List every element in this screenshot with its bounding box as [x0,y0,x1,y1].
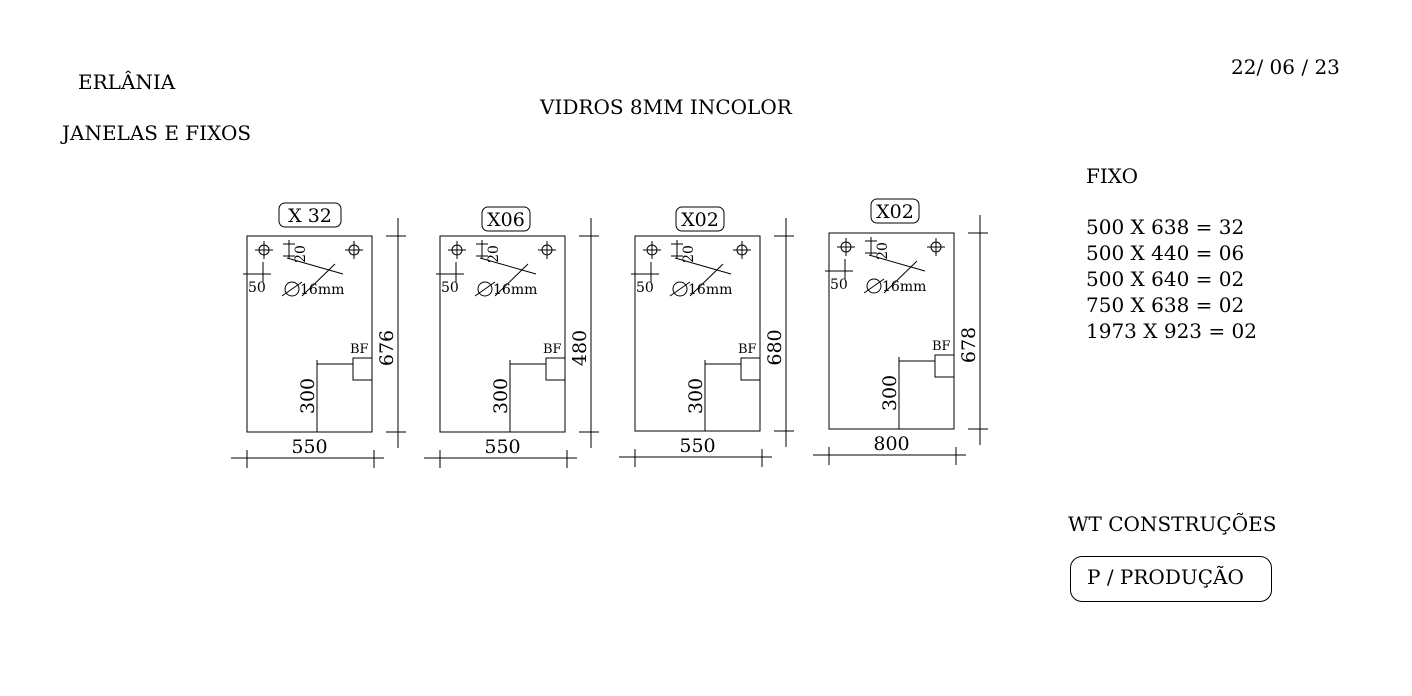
diameter-leader [674,257,732,275]
hole-dim-label: 20 [293,245,309,263]
diameter-icon [477,281,493,297]
diameter-leader [479,257,537,275]
fixo-heading: FIXO [1086,164,1139,188]
glass-panel [439,235,566,433]
glass-panel [828,232,955,430]
diameter-slash [281,281,303,297]
bf-lock [934,354,955,378]
bf-lock [352,357,373,381]
diameter-leader [494,263,529,297]
width-label: 550 [679,435,715,457]
diameter-slash [669,281,691,297]
qty-badge [675,206,725,232]
edge-dim-label: 50 [248,280,266,296]
hole-dim-label: 20 [486,245,502,263]
diameter-leader [883,260,918,294]
width-label: 800 [873,433,909,455]
hole-dim-label: 20 [875,242,891,260]
fixo-item: 500 X 638 = 32 [1086,215,1245,239]
diameter-icon [866,278,882,294]
height-label: 676 [376,330,398,366]
bf-height-label: 300 [490,378,512,414]
qty-label: X 32 [288,205,332,227]
hole-diameter-label: 16mm [882,279,926,295]
client-name: ERLÂNIA [78,70,176,94]
fixo-item: 500 X 640 = 02 [1086,267,1245,291]
width-label: 550 [291,436,327,458]
height-label: 678 [958,327,980,363]
edge-dim-label: 50 [441,280,459,296]
qty-label: X02 [681,209,719,231]
hole-diameter-label: 16mm [300,282,344,298]
bf-height-label: 300 [879,375,901,411]
hole-dim-label: 20 [681,245,697,263]
qty-label: X06 [487,209,525,231]
fixo-list: 500 X 638 = 32 500 X 440 = 06 500 X 640 … [1086,214,1257,344]
bf-height-label: 300 [297,378,319,414]
qty-badge [278,202,342,228]
diameter-icon [284,281,300,297]
glass-panel [246,235,373,433]
page-subtitle: JANELAS E FIXOS [62,121,252,145]
edge-dim-label: 50 [830,277,848,293]
bf-label: BF [350,342,369,357]
qty-label: X02 [876,201,914,223]
height-label: 680 [764,329,786,365]
qty-badge [870,198,920,224]
diameter-leader [689,263,724,297]
production-stamp: P / PRODUÇÃO [1070,556,1272,602]
bf-lock [545,357,566,381]
production-stamp-label: P / PRODUÇÃO [1087,565,1244,589]
hole-diameter-label: 16mm [493,282,537,298]
glass-panel [634,235,761,432]
company-name: WT CONSTRUÇÕES [1068,512,1277,536]
fixo-item: 750 X 638 = 02 [1086,293,1245,317]
diameter-leader [301,263,336,297]
bf-label: BF [738,342,757,357]
diameter-slash [863,278,885,294]
hole-diameter-label: 16mm [688,282,732,298]
bf-height-label: 300 [685,378,707,414]
height-label: 480 [569,330,591,366]
diameter-leader [286,257,344,275]
bf-label: BF [932,339,951,354]
fixo-item: 1973 X 923 = 02 [1086,319,1257,343]
diameter-icon [672,281,688,297]
width-label: 550 [484,436,520,458]
date: 22/ 06 / 23 [1231,55,1340,79]
page-title: VIDROS 8MM INCOLOR [540,95,792,119]
diameter-leader [868,254,926,272]
fixo-item: 500 X 440 = 06 [1086,241,1245,265]
edge-dim-label: 50 [636,280,654,296]
diameter-slash [474,281,496,297]
qty-badge [481,206,531,232]
bf-lock [740,357,761,381]
bf-label: BF [543,342,562,357]
